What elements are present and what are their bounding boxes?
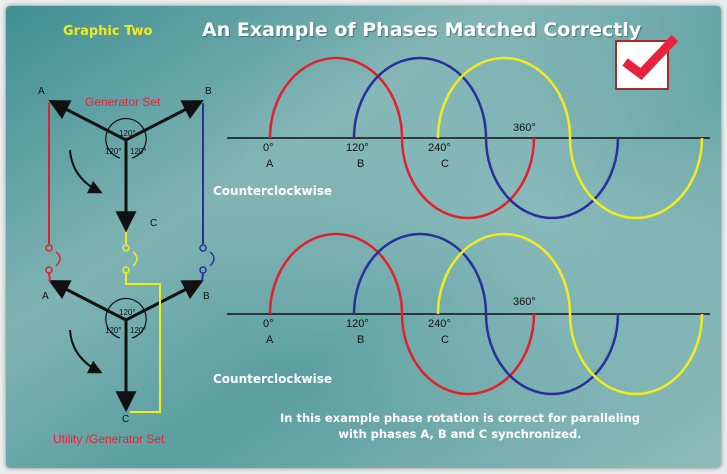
- page-title: An Example of Phases Matched Correctly: [202, 19, 642, 41]
- bottom-rotation-label: Counterclockwise: [213, 372, 332, 386]
- generator-angle-right: 120°: [130, 147, 147, 156]
- utility-node-c: C: [122, 414, 130, 425]
- phase-a-conductor: [45, 103, 61, 283]
- utility-node-b: B: [203, 291, 210, 302]
- bottom-phase-c: C: [441, 334, 449, 346]
- waveform-top: [227, 56, 710, 220]
- top-deg-240: 240°: [428, 142, 451, 154]
- utility-node-a: A: [42, 291, 49, 302]
- phase-b-conductor: [199, 103, 215, 283]
- graphic-label: Graphic Two: [63, 24, 153, 39]
- utility-generator-set-label: Utility /Generator Set: [53, 432, 165, 446]
- generator-node-a: A: [38, 86, 45, 97]
- utility-angle-top: 120°: [119, 308, 136, 317]
- top-deg-0: 0°: [263, 142, 274, 154]
- generator-node-b: B: [205, 86, 212, 97]
- bottom-deg-360: 360°: [513, 296, 536, 308]
- generator-wye: [48, 100, 204, 233]
- top-phase-a: A: [266, 158, 274, 170]
- generator-node-c: C: [150, 218, 158, 229]
- check-mark-glyph: [622, 34, 679, 81]
- top-phase-b: B: [357, 158, 365, 170]
- waveform-bottom: [227, 232, 710, 396]
- bottom-deg-240: 240°: [428, 318, 451, 330]
- bottom-deg-0: 0°: [263, 318, 274, 330]
- utility-angle-right: 120°: [130, 326, 147, 335]
- top-deg-120: 120°: [346, 142, 369, 154]
- phase-c-conductor: [122, 232, 161, 413]
- top-rotation-label: Counterclockwise: [213, 184, 332, 198]
- bottom-phase-a: A: [266, 334, 274, 346]
- generator-angle-left: 120°: [105, 147, 122, 156]
- utility-wye: [48, 280, 204, 413]
- bottom-deg-120: 120°: [346, 318, 369, 330]
- explanation-note: In this example phase rotation is correc…: [279, 411, 641, 441]
- generator-set-label: Generator Set: [85, 95, 161, 109]
- check-mark-icon: [615, 34, 679, 90]
- generator-angle-top: 120°: [119, 129, 136, 138]
- top-phase-c: C: [441, 158, 449, 170]
- utility-angle-left: 120°: [105, 326, 122, 335]
- top-deg-360: 360°: [513, 122, 536, 134]
- bottom-phase-b: B: [357, 334, 365, 346]
